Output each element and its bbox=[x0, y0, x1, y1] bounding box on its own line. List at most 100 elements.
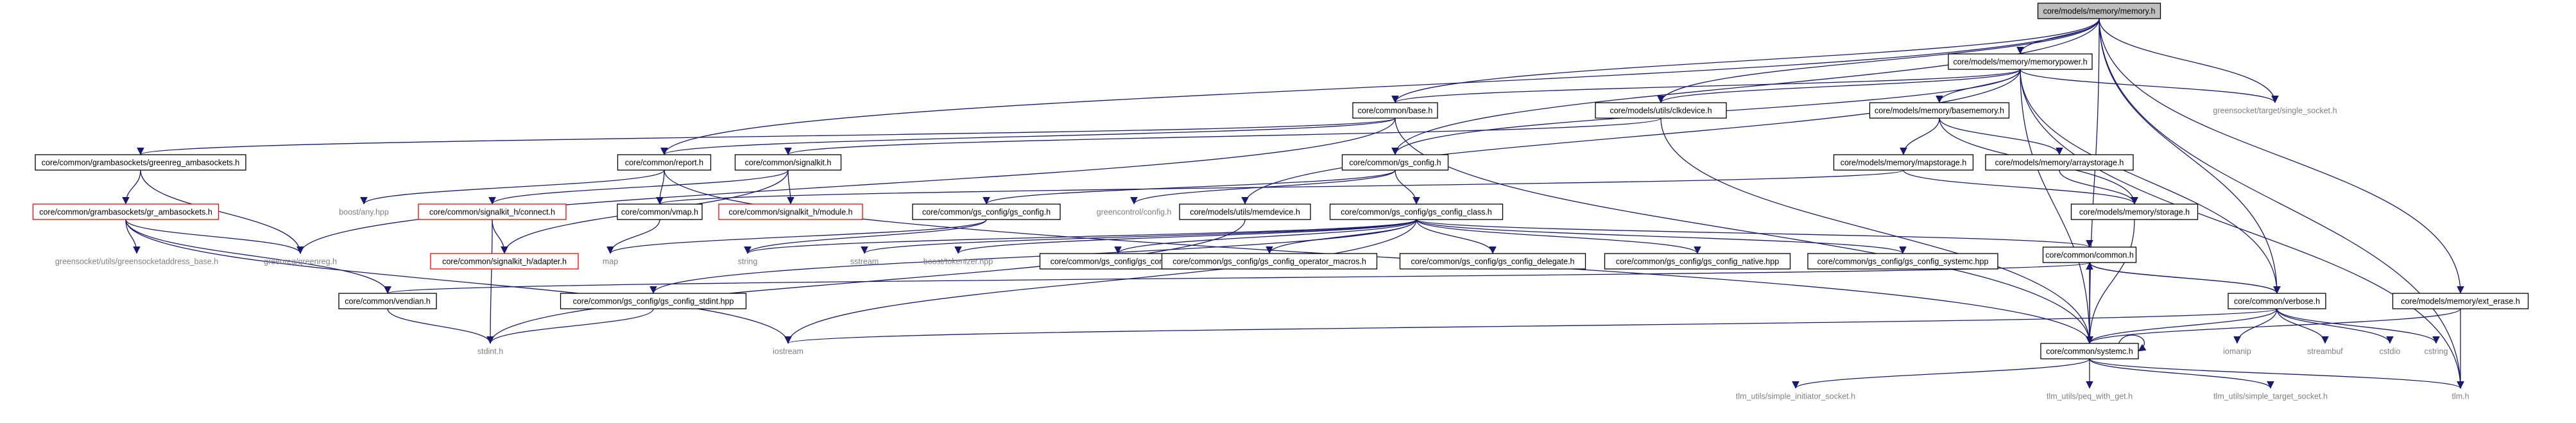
node-label: streambuf bbox=[2307, 347, 2343, 356]
node-gs-config-stdint-hpp[interactable]: core/common/gs_config/gs_config_stdint.h… bbox=[560, 293, 747, 309]
node-label: core/models/memory/memory.h bbox=[2043, 7, 2156, 16]
edge-memory-h-to-gs-config-h bbox=[1391, 18, 2100, 155]
node-common-h[interactable]: core/common/common.h bbox=[2042, 246, 2137, 263]
node-box bbox=[912, 203, 1061, 220]
node-clkdevice-h[interactable]: core/models/utils/clkdevice.h bbox=[1595, 102, 1727, 119]
node-iostream: iostream bbox=[773, 347, 803, 356]
node-label: sstream bbox=[850, 257, 879, 266]
node-gs-config-delegate-h[interactable]: core/common/gs_config/gs_config_delegate… bbox=[1399, 253, 1586, 270]
node-greensocketaddress-base: greensocket/utils/greensocketaddress_bas… bbox=[55, 257, 218, 266]
node-box bbox=[32, 203, 219, 220]
edge-memory-h-to-systemc-h bbox=[2086, 18, 2100, 344]
node-label: core/common/report.h bbox=[625, 159, 703, 168]
node-storage-h[interactable]: core/models/memory/storage.h bbox=[2070, 203, 2199, 220]
node-signalkit-h[interactable]: core/common/signalkit.h bbox=[734, 154, 842, 171]
node-systemc-h[interactable]: core/common/systemc.h bbox=[2040, 343, 2139, 359]
edge-basememory-h-to-arraystorage-h bbox=[1939, 117, 2063, 155]
edge-base-h-to-systemc-h bbox=[1395, 117, 2093, 344]
node-basememory-h[interactable]: core/models/memory/basememory.h bbox=[1869, 102, 2010, 119]
edge-gs-config-class-h-to-boost-tokenizer bbox=[954, 219, 1417, 254]
node-gs-config-systemc-hpp[interactable]: core/common/gs_config/gs_config_systemc.… bbox=[1807, 253, 1998, 270]
node-label: tlm_utils/simple_initiator_socket.h bbox=[1736, 392, 1855, 401]
node-greenreg-ambasockets-h[interactable]: core/common/grambasockets/greenreg_ambas… bbox=[35, 154, 246, 171]
node-gs-config-native-hpp[interactable]: core/common/gs_config/gs_config_native.h… bbox=[1604, 253, 1791, 270]
node-box bbox=[1595, 102, 1727, 119]
edge-gs-config-h-to-gs-config-gs-config-h bbox=[983, 169, 1396, 205]
edge-gs-config-h-to-gs-config-class-h bbox=[1395, 169, 1420, 205]
node-gr-ambasockets-h[interactable]: core/common/grambasockets/gr_ambasockets… bbox=[32, 203, 219, 220]
node-vendian-h[interactable]: core/common/vendian.h bbox=[338, 293, 437, 309]
node-gs-config-gs-config-h[interactable]: core/common/gs_config/gs_config.h bbox=[912, 203, 1061, 220]
edge-memory-h-to-report-h bbox=[660, 18, 2100, 155]
edge-gs-config-class-h-to-gs-config-systemc-hpp bbox=[1416, 219, 1907, 254]
node-memdevice-h[interactable]: core/models/utils/memdevice.h bbox=[1179, 203, 1311, 220]
node-label: core/common/gs_config/gs_config_native.h… bbox=[1616, 257, 1779, 266]
node-boost-tokenizer: boost/tokenizer.hpp bbox=[923, 257, 993, 266]
node-label: core/models/memory/ext_erase.h bbox=[2401, 297, 2520, 306]
edge-gr-ambasockets-h-to-greenreg-h bbox=[125, 219, 304, 254]
node-sk-adapter-h[interactable]: core/common/signalkit_h/adapter.h bbox=[430, 253, 579, 270]
node-streambuf: streambuf bbox=[2307, 347, 2343, 356]
node-sk-connect-h[interactable]: core/common/signalkit_h/connect.h bbox=[418, 203, 567, 220]
node-sk-module-h[interactable]: core/common/signalkit_h/module.h bbox=[718, 203, 863, 220]
edge-base-h-to-greenreg-ambasockets-h bbox=[137, 117, 1396, 155]
node-simple-target-socket: tlm_utils/simple_target_socket.h bbox=[2213, 392, 2328, 401]
edge-memory-h-to-tlm-h bbox=[2099, 18, 2464, 389]
edge-memorypower-h-to-memdevice-h bbox=[1241, 69, 2021, 205]
node-single-socket: greensocket/target/single_socket.h bbox=[2213, 107, 2337, 116]
node-label: core/models/memory/memorypower.h bbox=[1953, 58, 2087, 67]
edge-basememory-h-to-mapstorage-h bbox=[1900, 117, 1940, 155]
node-vmap-h[interactable]: core/common/vmap.h bbox=[617, 203, 703, 220]
node-label: core/models/memory/basememory.h bbox=[1875, 107, 2004, 116]
node-label: core/models/memory/storage.h bbox=[2079, 208, 2190, 217]
node-box bbox=[1807, 253, 1998, 270]
node-box bbox=[617, 154, 712, 171]
node-box bbox=[2228, 293, 2326, 309]
node-box bbox=[1833, 154, 1974, 171]
node-box bbox=[2392, 293, 2529, 309]
edge-verbose-h-to-iomanip bbox=[2233, 308, 2278, 344]
node-label: core/common/signalkit_h/connect.h bbox=[429, 208, 555, 217]
edge-gs-config-stdint-hpp-to-stdint-h bbox=[486, 308, 654, 344]
node-label: core/common/signalkit_h/adapter.h bbox=[442, 257, 567, 266]
node-box bbox=[2040, 343, 2139, 359]
edge-greenreg-ambasockets-h-to-greenreg-h bbox=[140, 169, 304, 254]
node-memorypower-h[interactable]: core/models/memory/memorypower.h bbox=[1948, 53, 2093, 70]
node-mapstorage-h[interactable]: core/models/memory/mapstorage.h bbox=[1833, 154, 1974, 171]
node-box bbox=[1352, 102, 1438, 119]
node-box bbox=[430, 253, 579, 270]
node-label: cstring bbox=[2425, 347, 2448, 356]
edge-systemc-h-to-simple-target-socket bbox=[2089, 358, 2274, 389]
node-label: core/common/gs_config/gs_config_systemc.… bbox=[1817, 257, 1989, 266]
node-memory-h[interactable]: core/models/memory/memory.h bbox=[2037, 3, 2161, 19]
node-label: tlm_utils/simple_target_socket.h bbox=[2213, 392, 2328, 401]
node-label: core/models/utils/memdevice.h bbox=[1190, 208, 1300, 217]
edge-gr-ambasockets-h-to-iostream bbox=[125, 219, 792, 344]
node-base-h[interactable]: core/common/base.h bbox=[1352, 102, 1438, 119]
edge-base-h-to-greenreg-h bbox=[296, 117, 1396, 254]
edge-systemc-h-to-simple-initiator-socket bbox=[1792, 358, 2090, 389]
node-gs-config-class-h[interactable]: core/common/gs_config/gs_config_class.h bbox=[1329, 203, 1504, 220]
edge-mapstorage-h-to-storage-h bbox=[1903, 169, 2138, 205]
edge-memorypower-h-to-single-socket bbox=[2020, 69, 2279, 103]
node-arraystorage-h[interactable]: core/models/memory/arraystorage.h bbox=[1985, 154, 2134, 171]
node-ext-erase-h[interactable]: core/models/memory/ext_erase.h bbox=[2392, 293, 2529, 309]
node-label: map bbox=[603, 257, 618, 266]
node-gs-config-operator-macros-h[interactable]: core/common/gs_config/gs_config_operator… bbox=[1161, 253, 1378, 270]
node-label: iomanip bbox=[2223, 347, 2251, 356]
node-label: core/common/gs_config/gs_config_stdint.h… bbox=[573, 297, 734, 306]
node-gs-config-h[interactable]: core/common/gs_config.h bbox=[1341, 154, 1449, 171]
node-report-h[interactable]: core/common/report.h bbox=[617, 154, 712, 171]
node-string: string bbox=[738, 257, 758, 266]
node-boost-any: boost/any.hpp bbox=[339, 208, 389, 217]
node-label: core/common/base.h bbox=[1358, 107, 1433, 116]
node-label: boost/tokenizer.hpp bbox=[923, 257, 993, 266]
edge-memory-h-to-single-socket bbox=[2099, 18, 2279, 103]
node-label: core/models/memory/arraystorage.h bbox=[1995, 159, 2124, 168]
node-label: greensocket/target/single_socket.h bbox=[2213, 107, 2337, 116]
node-box bbox=[418, 203, 567, 220]
node-box bbox=[1948, 53, 2093, 70]
node-label: core/models/memory/mapstorage.h bbox=[1841, 159, 1967, 168]
node-box bbox=[560, 293, 747, 309]
node-verbose-h[interactable]: core/common/verbose.h bbox=[2228, 293, 2326, 309]
